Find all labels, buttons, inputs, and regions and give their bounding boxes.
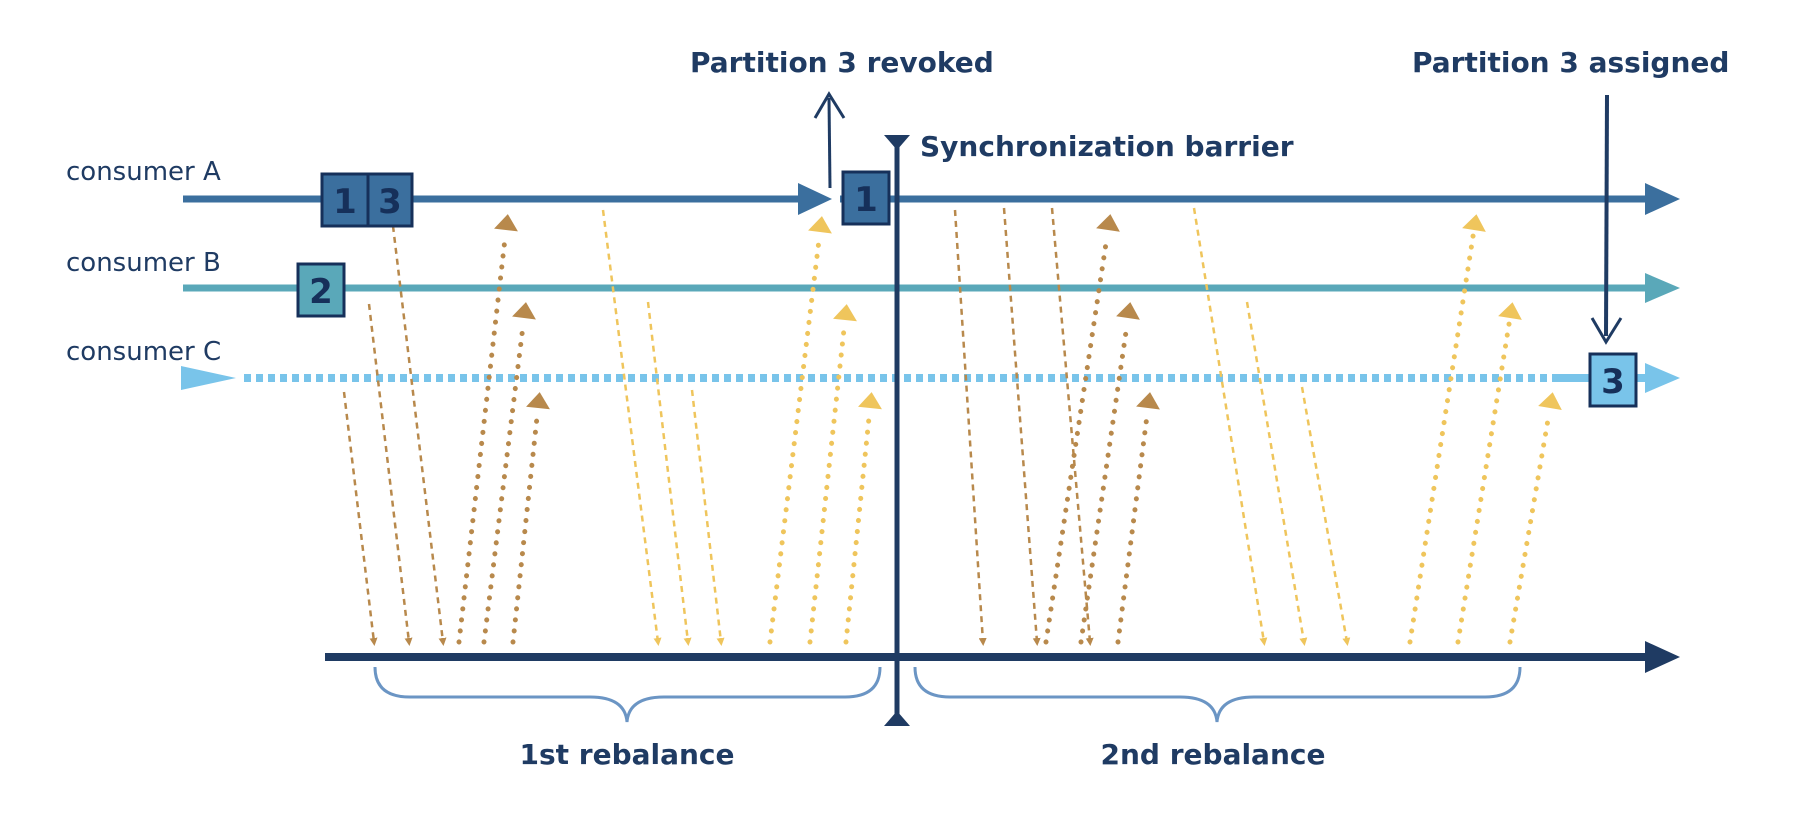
second-rebalance-brace bbox=[913, 666, 1522, 723]
revoke-arrow-shaft bbox=[827, 97, 832, 189]
response-arrowhead bbox=[833, 304, 857, 322]
response-arrowhead bbox=[494, 214, 518, 232]
revoke-arrow-head bbox=[813, 91, 846, 119]
consumer-c-arrowhead bbox=[1645, 363, 1680, 393]
response-arrowhead bbox=[1498, 302, 1522, 320]
response-arrow bbox=[1078, 321, 1130, 645]
partition-number: 3 bbox=[1601, 362, 1625, 402]
consumer-a-partitions: 1 3 bbox=[320, 172, 414, 228]
request-arrow bbox=[1050, 207, 1094, 646]
response-arrow bbox=[1043, 233, 1110, 645]
response-arrow bbox=[1455, 321, 1512, 645]
sync-barrier-top-cap bbox=[884, 135, 910, 150]
response-arrow bbox=[510, 411, 540, 645]
request-arrow bbox=[690, 389, 725, 646]
partition-box bbox=[841, 170, 891, 226]
request-arrow bbox=[601, 209, 662, 646]
request-arrow bbox=[646, 301, 692, 646]
partition-assigned-label: Partition 3 assigned bbox=[1412, 46, 1729, 79]
response-arrow bbox=[1407, 233, 1476, 645]
consumer-b-partitions: 2 bbox=[296, 262, 346, 318]
response-arrowhead bbox=[808, 216, 832, 234]
first-rebalance-brace bbox=[373, 666, 882, 723]
response-arrow bbox=[843, 411, 872, 645]
response-arrowhead bbox=[526, 392, 550, 410]
first-rebalance-label: 1st rebalance bbox=[519, 738, 734, 771]
response-arrow bbox=[767, 235, 822, 645]
request-arrow bbox=[367, 303, 413, 646]
request-arrow bbox=[342, 391, 378, 646]
request-arrow bbox=[1245, 301, 1308, 646]
request-arrow bbox=[391, 225, 447, 646]
consumer-c-start-arrow bbox=[181, 366, 236, 390]
partition-number: 1 bbox=[333, 182, 357, 222]
response-arrow bbox=[481, 321, 526, 645]
response-arrowhead bbox=[1096, 214, 1120, 232]
sync-barrier-bottom-cap bbox=[884, 711, 910, 726]
partition-box bbox=[296, 262, 346, 318]
assign-arrow-head bbox=[1590, 317, 1623, 345]
consumer-b-label: consumer B bbox=[66, 248, 221, 278]
request-arrow bbox=[1192, 207, 1268, 646]
response-arrowhead bbox=[1462, 214, 1486, 232]
consumer-c-label: consumer C bbox=[66, 337, 221, 367]
second-rebalance-label: 2nd rebalance bbox=[1101, 738, 1326, 771]
assign-arrow-shaft bbox=[1604, 94, 1609, 337]
consumer-b-arrowhead bbox=[1645, 273, 1680, 303]
response-arrow bbox=[1507, 411, 1552, 645]
response-arrowhead bbox=[1538, 392, 1562, 411]
partition-number: 2 bbox=[309, 272, 333, 312]
partition-number: 3 bbox=[378, 182, 402, 222]
request-arrow bbox=[953, 209, 987, 646]
partition-box bbox=[1588, 352, 1638, 408]
coordinator-arrowhead bbox=[1645, 641, 1680, 673]
response-arrow bbox=[1115, 411, 1150, 645]
partition-revoked-label: Partition 3 revoked bbox=[690, 46, 994, 79]
response-arrowhead bbox=[1116, 302, 1140, 320]
consumer-a-arrowhead-mid bbox=[798, 183, 832, 215]
consumer-a-label: consumer A bbox=[66, 157, 221, 187]
response-arrowhead bbox=[512, 302, 536, 320]
response-arrow bbox=[807, 323, 847, 645]
request-arrow bbox=[1002, 207, 1041, 646]
partition-box bbox=[366, 172, 414, 228]
consumer-a-partitions-after: 1 bbox=[841, 170, 891, 226]
response-arrowhead bbox=[1136, 392, 1160, 410]
message-arrows bbox=[342, 207, 1562, 646]
sync-barrier-label: Synchronization barrier bbox=[920, 130, 1294, 163]
response-arrow bbox=[456, 233, 508, 645]
partition-number: 1 bbox=[854, 180, 878, 220]
consumer-c-partitions: 3 bbox=[1588, 352, 1638, 408]
consumer-a-arrowhead bbox=[1645, 183, 1680, 215]
request-arrow bbox=[1300, 386, 1351, 646]
response-arrowhead bbox=[858, 392, 882, 410]
